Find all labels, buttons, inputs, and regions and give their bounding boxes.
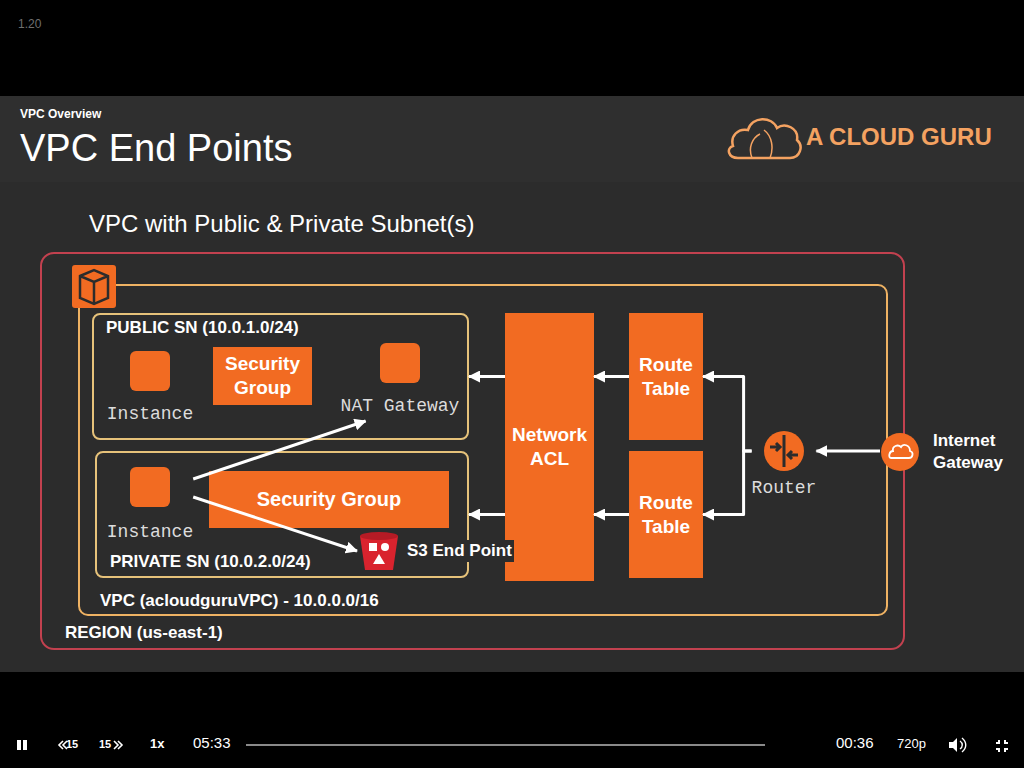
aws-cloud-icon	[72, 265, 116, 308]
icon-side-label: Internet Gateway	[933, 430, 1017, 474]
square-icon	[130, 467, 170, 507]
bucket-body	[360, 536, 398, 570]
connector-arrow	[193, 497, 357, 551]
icon-caption: Instance	[107, 521, 193, 543]
connector-arrow	[469, 513, 505, 516]
vpc-boundary: VPC (acloudguruVPC) - 10.0.0.0/16 PUBLIC …	[78, 284, 888, 616]
boundary-label: PUBLIC SN (10.0.1.0/24)	[106, 318, 299, 338]
skip-seconds-holder: 15	[66, 738, 78, 751]
playback-rate-note: 1.20	[18, 17, 41, 31]
skip-seconds: 15	[99, 738, 111, 751]
elapsed-time: 05:33	[193, 734, 231, 752]
section-name: VPC Overview	[20, 107, 101, 121]
bucket-square	[369, 543, 377, 551]
public-subnet: PUBLIC SN (10.0.1.0/24) Instance Security …	[92, 313, 469, 440]
router: Router	[752, 430, 817, 503]
progress-track	[246, 744, 765, 746]
router-circle	[764, 431, 804, 471]
ec2-instance: Instance	[107, 351, 193, 429]
logo-text-holder: A CLOUD GURU	[806, 123, 992, 152]
icon-caption: Instance	[107, 403, 193, 425]
connector-arrow	[193, 421, 365, 479]
icon-caption: Router	[752, 477, 817, 499]
section-name-holder: VPC Overview	[20, 107, 101, 121]
box-label: Route Table	[632, 353, 700, 401]
forward-icon	[114, 741, 122, 749]
bucket-circle	[381, 543, 389, 551]
box-label: Network ACL	[508, 423, 591, 471]
private-subnet: PRIVATE SN (10.0.2.0/24) Instance Security…	[95, 451, 469, 578]
instance-square	[380, 343, 420, 383]
router-icon	[763, 430, 805, 472]
bucket-icon	[357, 530, 401, 572]
boundary-label: VPC (acloudguruVPC) - 10.0.0.0/16	[100, 591, 379, 611]
ec2-instance: Instance	[107, 467, 193, 547]
pause-bar	[17, 740, 21, 750]
aws-icon-lines	[80, 270, 108, 304]
square-icon	[380, 343, 420, 383]
slide-title: VPC End Points	[20, 126, 292, 172]
volume-waves	[960, 738, 966, 752]
icon-caption: NAT Gateway	[341, 395, 460, 417]
connector-arrow	[469, 375, 505, 378]
logo-cloud	[729, 119, 801, 158]
box-label: Security Group	[216, 352, 309, 400]
connector-arrow	[703, 377, 752, 452]
s3-endpoint: S3 End Point	[357, 530, 514, 572]
pause-bar	[23, 740, 27, 750]
square-icon	[130, 351, 170, 391]
speed-setting-holder: 1x	[150, 736, 164, 752]
bucket-triangle	[373, 554, 385, 564]
region-boundary: REGION (us-east-1) VPC (acloudguruVPC) - …	[40, 252, 905, 650]
quality-setting: 720p	[897, 736, 926, 752]
nat-gateway: NAT Gateway	[341, 343, 460, 421]
logo-text: A CLOUD GURU	[806, 123, 992, 152]
security-group: Security Group	[209, 471, 449, 528]
aws-icon-body	[72, 265, 116, 308]
logo-cloud-detail	[750, 130, 772, 158]
route-table: Route Table	[629, 451, 703, 578]
diagram-heading: VPC with Public & Private Subnet(s)	[89, 210, 475, 239]
elapsed-time-holder: 05:33	[193, 734, 231, 752]
internet-gateway: Internet Gateway	[880, 430, 1017, 474]
skip-seconds-holder: 15	[99, 738, 111, 751]
router-arrows	[770, 435, 798, 467]
boundary-label: PRIVATE SN (10.0.2.0/24)	[110, 552, 311, 572]
skip-seconds: 15	[66, 738, 78, 751]
gateway-circle	[881, 433, 919, 471]
slide-title-holder: VPC End Points	[20, 126, 292, 172]
player-bottom-bar	[0, 672, 1024, 768]
box-label: Security Group	[257, 487, 401, 512]
fullscreen-exit-icon	[996, 740, 1008, 752]
route-table: Route Table	[629, 313, 703, 440]
network-acl: Network ACL	[505, 313, 594, 581]
rewind-icon	[59, 741, 67, 749]
connector-arrow	[703, 451, 752, 515]
player-top-bar	[0, 0, 1024, 96]
diagram-heading-holder: VPC with Public & Private Subnet(s)	[89, 210, 475, 239]
speed-setting: 1x	[150, 736, 164, 752]
remaining-time-holder: 00:36	[836, 734, 874, 752]
connector-arrow	[816, 450, 880, 453]
connector-arrow	[594, 513, 629, 516]
instance-square	[130, 351, 170, 391]
playback-rate-note-holder: 1.20	[18, 17, 41, 31]
box-label: Route Table	[632, 491, 700, 539]
security-group: Security Group	[213, 347, 312, 405]
instance-square	[130, 467, 170, 507]
connector-arrow	[594, 375, 629, 378]
bucket-rim	[360, 532, 398, 540]
quality-setting-holder: 720p	[897, 736, 926, 752]
igw-icon	[880, 432, 920, 472]
remaining-time: 00:36	[836, 734, 874, 752]
boundary-label: REGION (us-east-1)	[65, 623, 223, 643]
volume-icon	[949, 738, 957, 752]
icon-side-label: S3 End Point	[405, 540, 514, 562]
gateway-cloud	[889, 445, 912, 458]
